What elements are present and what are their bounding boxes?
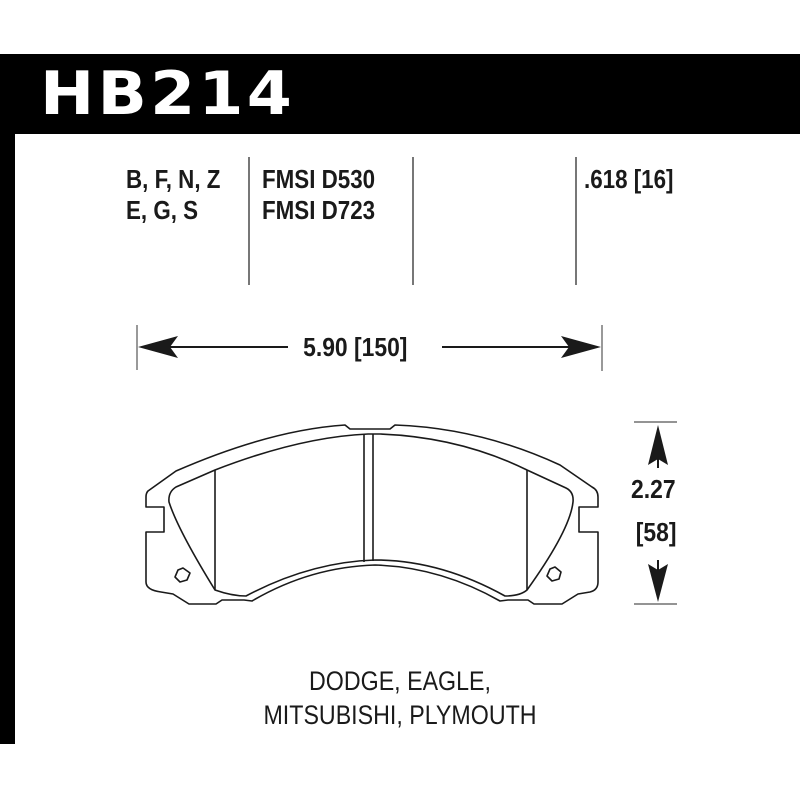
arrow-left-icon (138, 336, 178, 358)
fmsi-number-2: FMSI D723 (262, 195, 376, 225)
header-band (0, 54, 800, 134)
mounting-hole-right (546, 566, 562, 582)
column-divider (412, 157, 414, 285)
arrow-up-icon (648, 425, 668, 465)
arrow-down-icon (648, 564, 668, 602)
fitment-line-2: MITSUBISHI, PLYMOUTH (263, 700, 537, 730)
fmsi-numbers: FMSI D530 FMSI D723 (262, 164, 375, 226)
compound-codes-line-1: B, F, N, Z (126, 164, 221, 194)
friction-material-outline (168, 433, 574, 597)
fitment-line-1: DODGE, EAGLE, (309, 666, 491, 696)
column-divider (575, 157, 577, 285)
height-dimension-mm: [58] (635, 517, 677, 547)
width-dimension (136, 325, 603, 371)
compound-codes-line-2: E, G, S (126, 195, 199, 225)
width-dimension-label: 5.90 [150] (303, 332, 408, 362)
compound-codes: B, F, N, Z E, G, S (126, 164, 220, 226)
column-divider (248, 157, 250, 285)
backing-plate-outline (145, 424, 599, 605)
brake-pad-drawing (145, 424, 599, 605)
pad-thickness: .618 [16] (584, 164, 674, 194)
height-dimension-inches: 2.27 (631, 474, 676, 504)
fmsi-number-1: FMSI D530 (262, 164, 376, 194)
arrow-right-icon (561, 336, 601, 358)
part-number-title: HB214 (40, 59, 296, 129)
height-dimension (634, 421, 677, 605)
vehicle-fitment: DODGE, EAGLE, MITSUBISHI, PLYMOUTH (0, 664, 800, 732)
mounting-hole-left (174, 567, 191, 583)
left-border-bar (0, 54, 15, 744)
